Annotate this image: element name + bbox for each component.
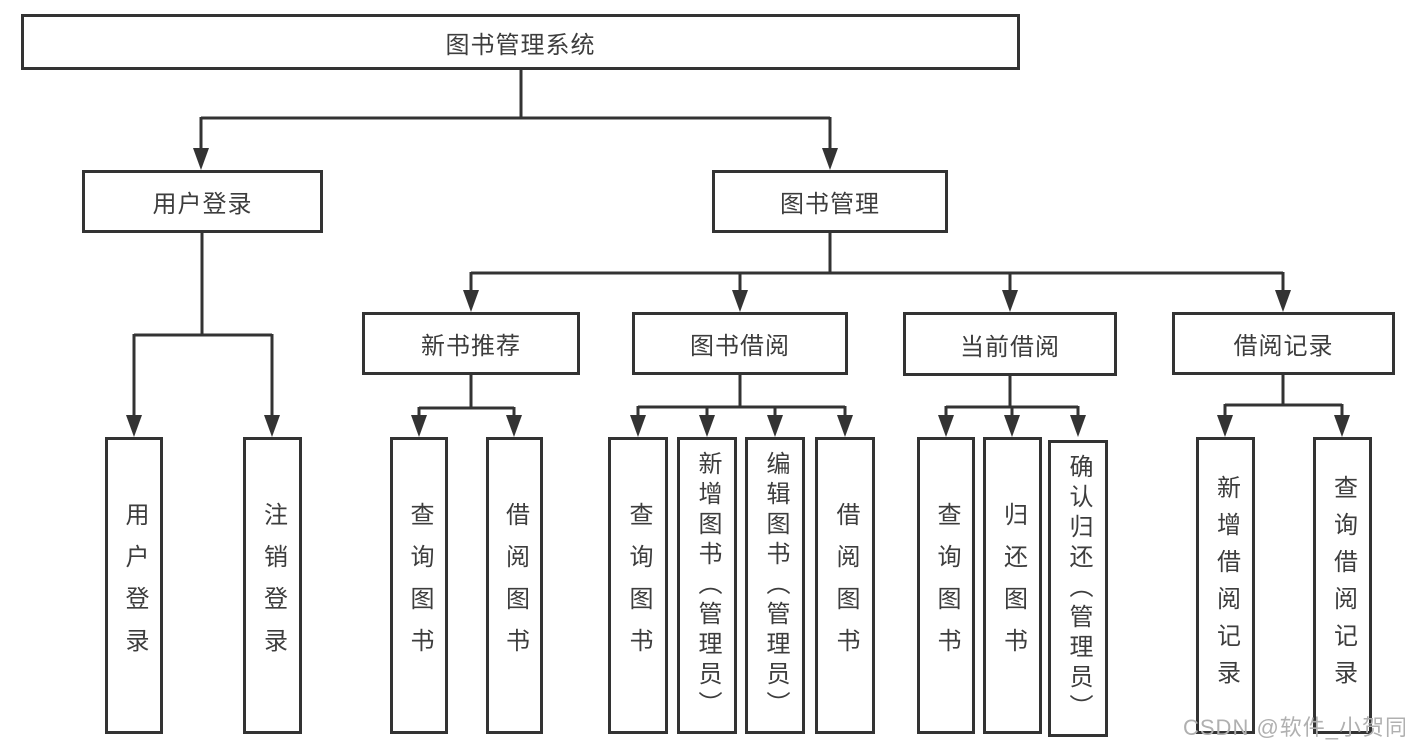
node-label: 新增借阅记录 [1212,474,1240,697]
watermark: CSDN @软件_小贺同学 [1183,715,1405,740]
leaf-bb-edit-books-admin: 编辑图书（管理员） [745,437,805,734]
leaf-nb-query-books: 查询图书 [390,437,448,734]
node-book-management: 图书管理 [712,170,948,233]
node-current-borrowing: 当前借阅 [903,312,1117,376]
node-label: 当前借阅 [960,333,1060,361]
node-label: 图书管理系统 [445,31,596,59]
leaf-user-login: 用户登录 [105,437,163,734]
leaf-bb-add-books-admin: 新增图书（管理员） [677,437,737,734]
leaf-bb-query-books: 查询图书 [608,437,668,734]
node-book-borrowing: 图书借阅 [632,312,848,375]
leaf-br-add-borrow-record: 新增借阅记录 [1196,437,1255,734]
node-label: 借阅图书 [832,501,859,670]
leaf-br-query-borrow-record: 查询借阅记录 [1313,437,1372,734]
node-label: 借阅记录 [1233,333,1334,360]
node-label: 编辑图书（管理员） [762,450,789,721]
node-label: 借阅图书 [501,501,529,670]
node-label: 用户登录 [121,501,148,670]
node-label: 归还图书 [999,501,1027,670]
node-label: 注销登录 [259,501,287,670]
node-label: 查询图书 [406,501,433,670]
node-label: 新增图书（管理员） [694,450,721,721]
node-label: 用户登录 [152,191,253,218]
node-label: 查询借阅记录 [1329,474,1357,697]
node-label: 确认归还（管理员） [1065,453,1092,724]
node-label: 新书推荐 [421,333,521,360]
leaf-logout: 注销登录 [243,437,302,734]
node-label: 图书借阅 [690,333,790,360]
node-label: 查询图书 [625,501,652,670]
node-new-book-recommendation: 新书推荐 [362,312,580,375]
node-label: 查询图书 [933,501,960,670]
node-user-login: 用户登录 [82,170,323,233]
leaf-nb-borrow-books: 借阅图书 [486,437,543,734]
leaf-cb-query-books: 查询图书 [917,437,975,734]
node-borrowing-records: 借阅记录 [1172,312,1395,375]
leaf-cb-confirm-return-admin: 确认归还（管理员） [1048,440,1108,737]
node-label: 图书管理 [780,191,880,218]
node-library-management-system: 图书管理系统 [21,14,1020,70]
leaf-bb-borrow-books: 借阅图书 [815,437,875,734]
leaf-cb-return-books: 归还图书 [983,437,1042,734]
